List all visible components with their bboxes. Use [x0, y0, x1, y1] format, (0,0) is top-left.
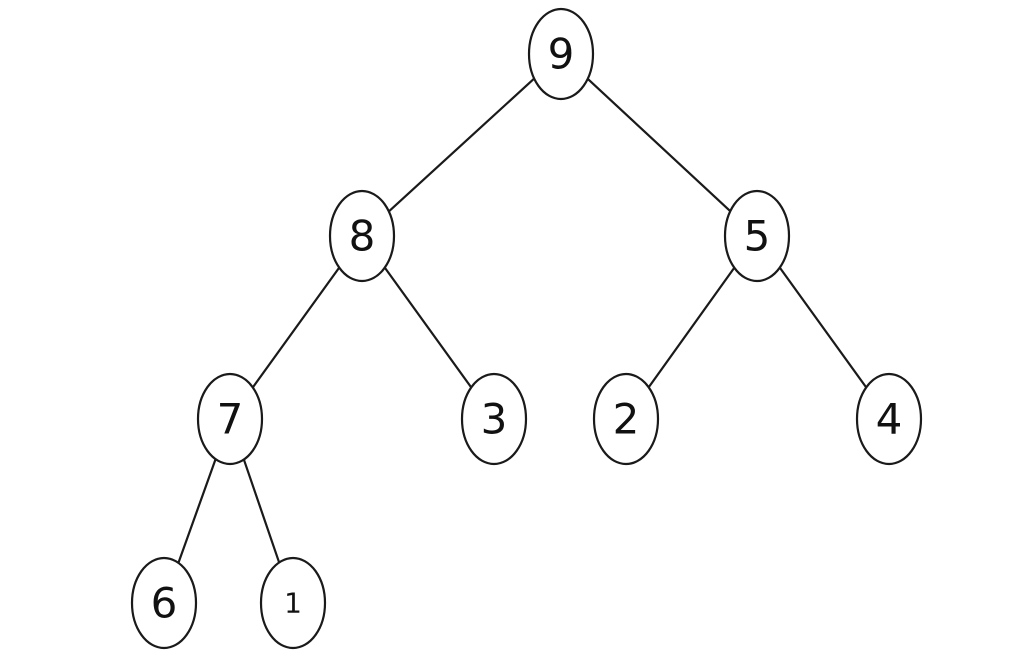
tree-edge: [242, 458, 281, 564]
node-circle: [723, 189, 791, 283]
tree-edge: [586, 77, 732, 213]
tree-nodes: 9 8 5 7 3 2 4 6 1: [130, 7, 923, 650]
tree-edge: [177, 458, 217, 564]
node-circle: [527, 7, 595, 101]
node-label: 7: [217, 395, 244, 444]
tree-node: 8: [328, 189, 396, 283]
tree-node: 2: [592, 372, 660, 466]
tree-edge: [387, 77, 536, 213]
tree-node: 7: [196, 372, 264, 466]
tree-node: 4: [855, 372, 923, 466]
tree-node: 9: [527, 7, 595, 101]
node-circle: [460, 372, 528, 466]
node-label: 5: [744, 212, 771, 261]
node-label: 8: [349, 212, 376, 261]
tree-node: 5: [723, 189, 791, 283]
node-circle: [855, 372, 923, 466]
node-circle: [328, 189, 396, 283]
tree-edges: [177, 77, 868, 564]
tree-node: 6: [130, 556, 198, 650]
node-label: 1: [284, 587, 302, 620]
tree-edge: [251, 266, 341, 389]
node-circle: [592, 372, 660, 466]
node-label: 6: [151, 579, 178, 628]
node-circle: [259, 556, 327, 650]
tree-edge: [383, 266, 473, 389]
node-circle: [196, 372, 264, 466]
node-label: 4: [876, 395, 903, 444]
tree-node: 1: [259, 556, 327, 650]
node-circle: [130, 556, 198, 650]
tree-edge: [647, 266, 736, 389]
node-label: 9: [548, 30, 575, 79]
tree-node: 3: [460, 372, 528, 466]
node-label: 2: [613, 395, 640, 444]
tree-edge: [778, 266, 868, 389]
node-label: 3: [481, 395, 508, 444]
